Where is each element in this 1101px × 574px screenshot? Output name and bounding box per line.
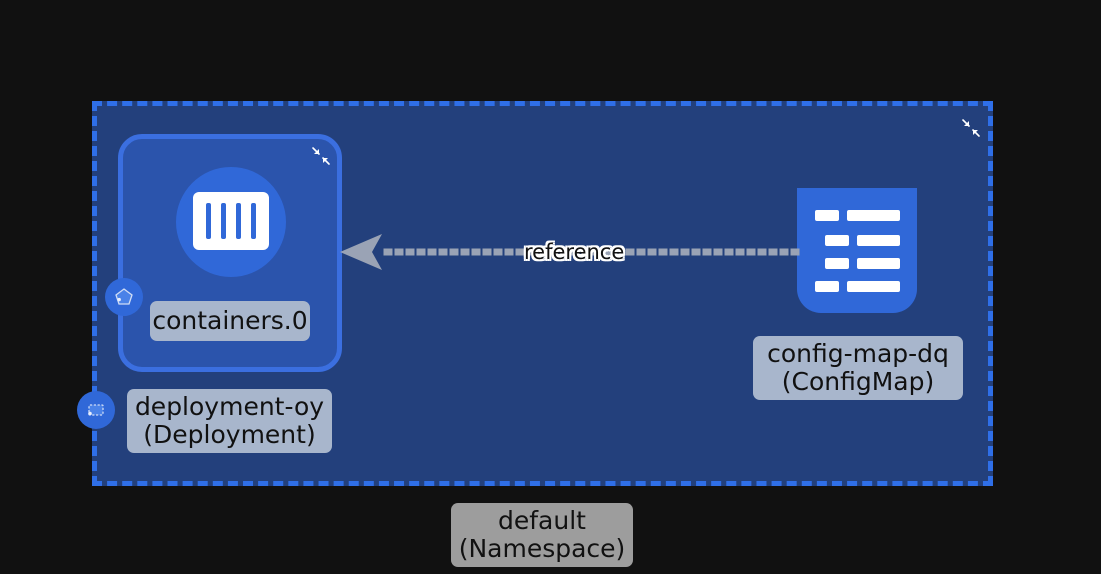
namespace-label[interactable]: default (Namespace): [451, 503, 633, 567]
collapse-icon[interactable]: [310, 146, 332, 166]
container-label[interactable]: containers.0: [150, 301, 310, 341]
collapse-icon[interactable]: [960, 118, 982, 138]
configmap-label[interactable]: config-map-dq (ConfigMap): [753, 336, 963, 400]
pentagon-badge-icon[interactable]: [105, 278, 143, 316]
edge-label-reference: reference: [524, 240, 625, 264]
deployment-badge-icon[interactable]: [77, 391, 115, 429]
configmap-list-icon[interactable]: [797, 188, 917, 313]
container-bars-icon: [193, 192, 269, 250]
deployment-label[interactable]: deployment-oy (Deployment): [127, 389, 332, 453]
